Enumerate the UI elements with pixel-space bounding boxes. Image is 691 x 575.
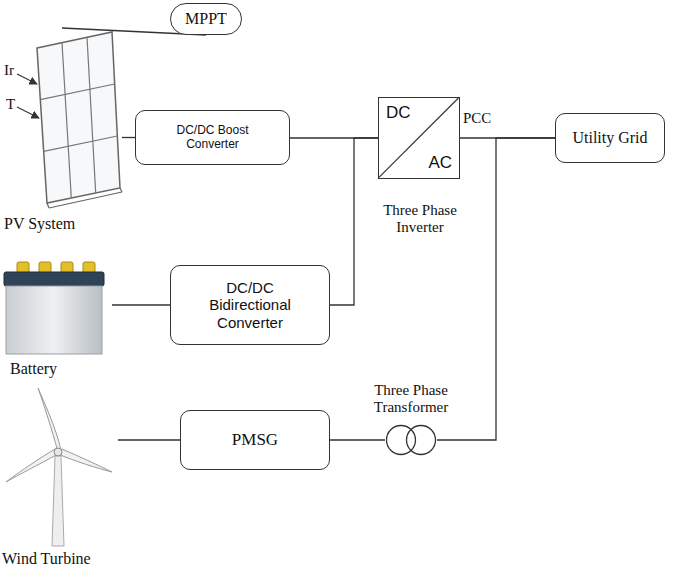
converter-box: DC/DC Boost Converter [135,110,290,165]
converter-box: DC/DC Bidirectional Converter [170,265,330,345]
pv-system: PV System [2,28,122,233]
wire [330,439,385,440]
node-label: Three Phase Transformer [353,382,469,417]
node-text: Utility Grid [572,129,647,147]
node-label: AC [428,153,452,173]
junction-label: PCC [463,110,491,127]
wire [112,304,170,305]
node-text: DC/DC Bidirectional Converter [200,279,300,331]
signal-name: Ir [4,62,14,79]
wire [437,138,555,440]
wind-turbine-illustration [6,388,112,546]
node-text: DC/DC Boost Converter [153,124,273,152]
node-text: PMSG [232,430,278,450]
node-label: DC [386,103,411,123]
signal-name: T [6,96,15,113]
transformer-symbol: Three Phase Transformer [385,424,437,456]
input-arrows [17,74,39,118]
battery-illustration [4,262,104,354]
node-text: MPPT [185,10,227,28]
node-label: Wind Turbine [2,550,91,568]
grid-box: Utility Grid [555,113,665,163]
node-label: Three Phase Inverter [370,202,470,237]
wire [118,439,180,440]
pv-panel [37,32,122,208]
controller-oval: MPPT [170,3,242,35]
transformer-coils [385,424,437,456]
generator-box: PMSG [180,410,330,470]
wire [122,137,135,138]
battery: Battery [2,258,112,380]
node-label: PV System [4,215,75,233]
wind-turbine: Wind Turbine [0,380,118,570]
inverter-box: DCACThree Phase Inverter [378,97,460,179]
wire [330,138,378,305]
node-label: Battery [10,360,57,378]
